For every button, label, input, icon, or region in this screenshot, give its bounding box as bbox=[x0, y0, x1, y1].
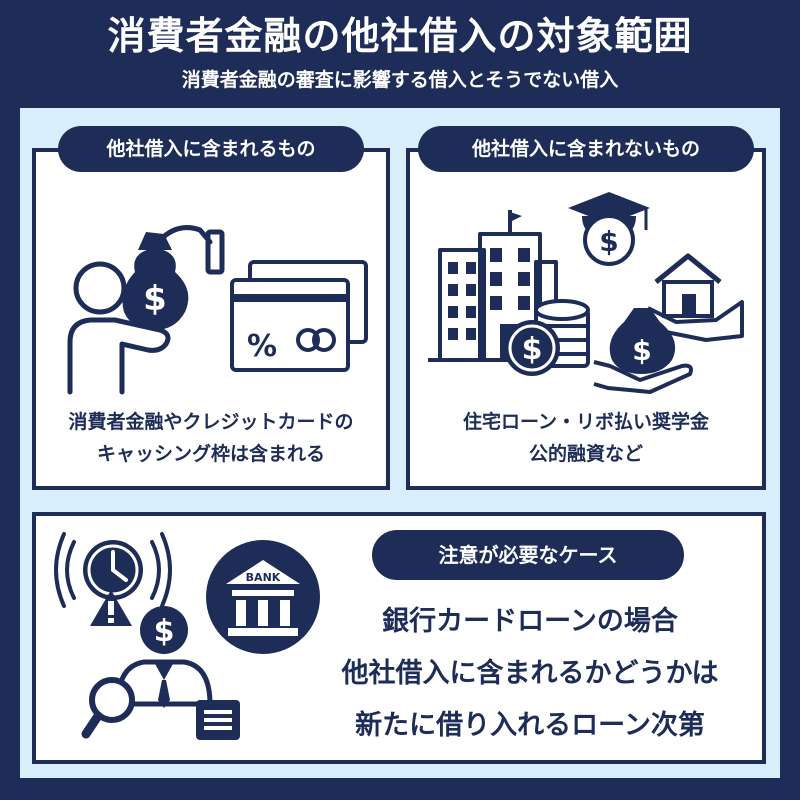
caution-heading: 注意が必要なケース bbox=[372, 530, 684, 580]
caution-line1: 銀行カードローンの場合 bbox=[382, 606, 678, 637]
included-heading: 他社借入に含まれるもの bbox=[58, 126, 364, 172]
excluded-caption-line1: 住宅ローン・リボ払い奨学金 bbox=[462, 411, 710, 433]
house-in-hand-icon bbox=[647, 253, 744, 342]
person-moneybag-icon: $ bbox=[67, 225, 225, 395]
document-icon bbox=[196, 700, 240, 740]
excluded-caption-line2: 公的融資など bbox=[528, 443, 643, 465]
included-caption-line1: 消費者金融やクレジットカードの bbox=[68, 411, 354, 433]
magnifier-icon bbox=[81, 677, 135, 739]
excluded-heading: 他社借入に含まれないもの bbox=[418, 126, 754, 172]
moneybag-in-hand-icon: $ bbox=[593, 308, 693, 394]
credit-card-icon: % bbox=[230, 260, 368, 372]
svg-text:$: $ bbox=[632, 334, 651, 367]
warning-icon bbox=[90, 590, 132, 626]
bank-label: BANK bbox=[246, 571, 281, 584]
included-caption: 消費者金融やクレジットカードの キャッシング枠は含まれる bbox=[32, 406, 390, 470]
included-caption-line2: キャッシング枠は含まれる bbox=[96, 443, 325, 465]
businessman-dollar-icon: $ bbox=[81, 606, 240, 740]
caution-line2: 他社借入に含まれるかどうかは bbox=[341, 658, 719, 689]
svg-text:$: $ bbox=[154, 614, 175, 649]
graduation-cap-dollar-icon: $ bbox=[568, 192, 650, 266]
page-title: 消費者金融の他社借入の対象範囲 bbox=[107, 14, 693, 58]
svg-text:%: % bbox=[247, 329, 277, 364]
bank-icon: BANK bbox=[206, 540, 320, 654]
alarm-clock-icon bbox=[54, 532, 172, 608]
svg-text:$: $ bbox=[522, 332, 543, 367]
svg-text:$: $ bbox=[143, 279, 167, 319]
svg-text:$: $ bbox=[599, 225, 618, 258]
excluded-caption: 住宅ローン・リボ払い奨学金 公的融資など bbox=[406, 406, 766, 470]
page-subtitle: 消費者金融の審査に影響する借入とそうでない借入 bbox=[181, 69, 619, 91]
caution-line3: 新たに借り入れるローン次第 bbox=[355, 710, 705, 741]
coin-stack-icon: $ bbox=[504, 299, 590, 376]
